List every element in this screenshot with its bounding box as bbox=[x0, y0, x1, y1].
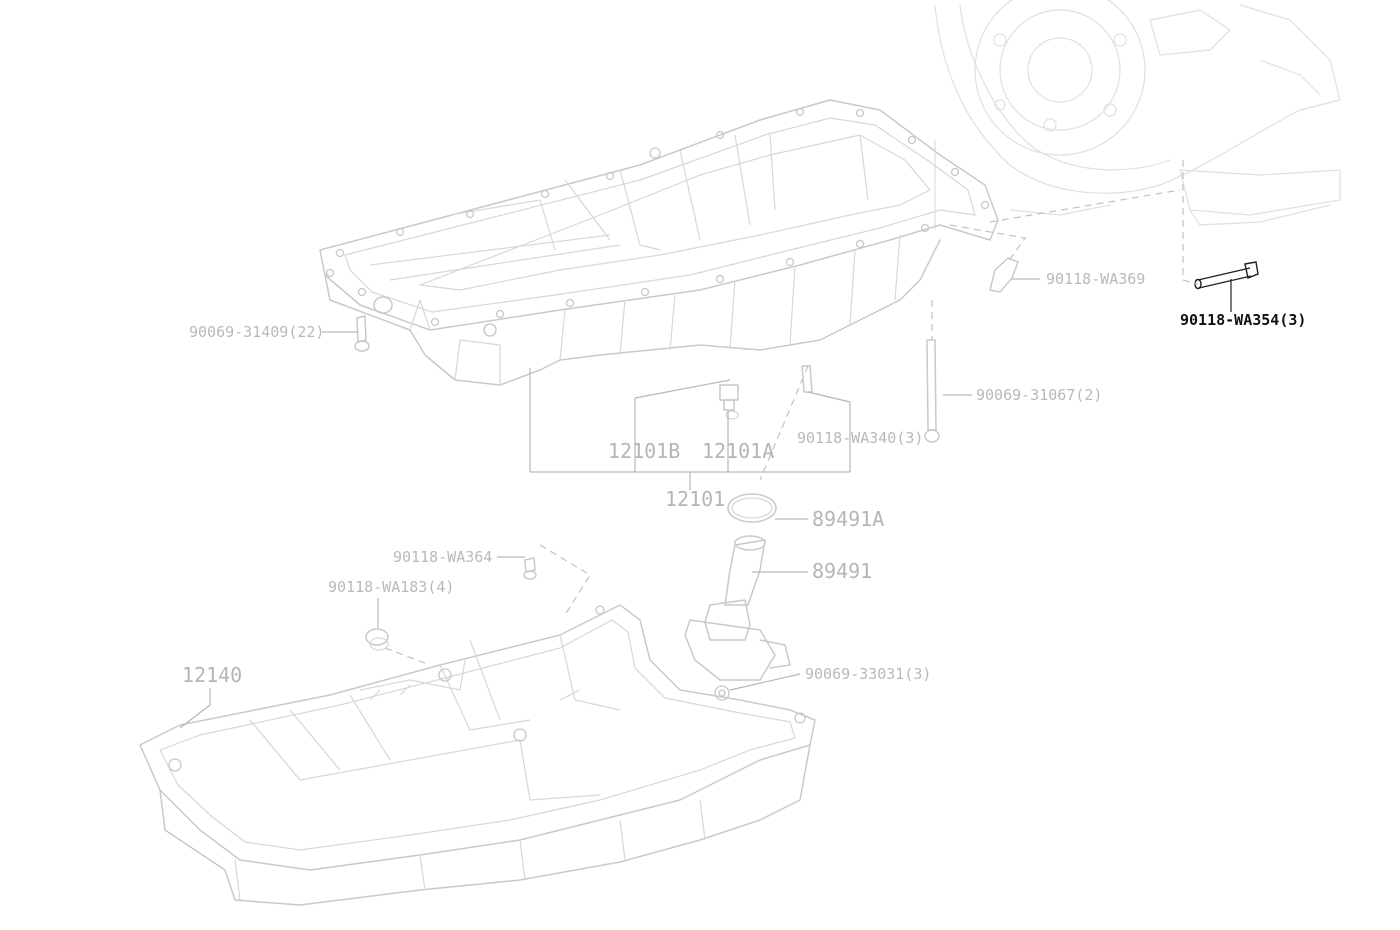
callout-90118-wa354[interactable]: 90118-WA354(3) bbox=[1180, 311, 1306, 329]
callout-90069-31409[interactable]: 90069-31409(22) bbox=[189, 323, 324, 341]
callout-12101b[interactable]: 12101B bbox=[608, 439, 680, 463]
upper-oil-pan bbox=[319, 99, 999, 386]
transmission-outline bbox=[934, 0, 1341, 230]
lower-oil-pan bbox=[139, 604, 816, 906]
callout-90069-33031[interactable]: 90069-33031(3) bbox=[805, 665, 931, 683]
callout-89491a[interactable]: 89491A bbox=[812, 507, 884, 531]
callout-90118-wa364[interactable]: 90118-WA364 bbox=[393, 548, 492, 566]
callout-12101a[interactable]: 12101A bbox=[702, 439, 774, 463]
callout-90118-wa183[interactable]: 90118-WA183(4) bbox=[328, 578, 454, 596]
fasteners bbox=[354, 257, 1259, 651]
callout-90118-wa369[interactable]: 90118-WA369 bbox=[1046, 270, 1145, 288]
callout-90118-wa340[interactable]: 90118-WA340(3) bbox=[797, 429, 923, 447]
callout-89491[interactable]: 89491 bbox=[812, 559, 872, 583]
callout-12140[interactable]: 12140 bbox=[182, 663, 242, 687]
callout-90069-31067[interactable]: 90069-31067(2) bbox=[976, 386, 1102, 404]
oil-level-sensor bbox=[684, 410, 791, 701]
assembly-dashed-lines bbox=[384, 160, 1199, 666]
callout-labels: 90118-WA369 90118-WA354(3) 90069-31409(2… bbox=[182, 270, 1306, 687]
callout-12101[interactable]: 12101 bbox=[665, 487, 725, 511]
leader-lines bbox=[179, 278, 1232, 729]
